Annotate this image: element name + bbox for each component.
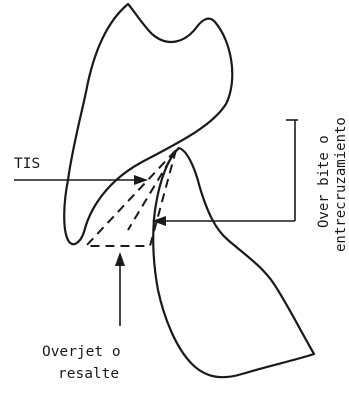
overbite-label-line1: Over bite o xyxy=(316,135,332,228)
tis-label: TIS xyxy=(14,156,40,172)
overjet-label-line2: resalte xyxy=(58,366,119,382)
overjet-arrow-head xyxy=(115,252,125,266)
overbite-label-line2: entrecruzamiento xyxy=(333,117,349,252)
tis-arrow-head xyxy=(134,175,148,185)
overjet-label-line1: Overjet o xyxy=(42,344,121,360)
lower-incisor-outline xyxy=(153,148,314,377)
